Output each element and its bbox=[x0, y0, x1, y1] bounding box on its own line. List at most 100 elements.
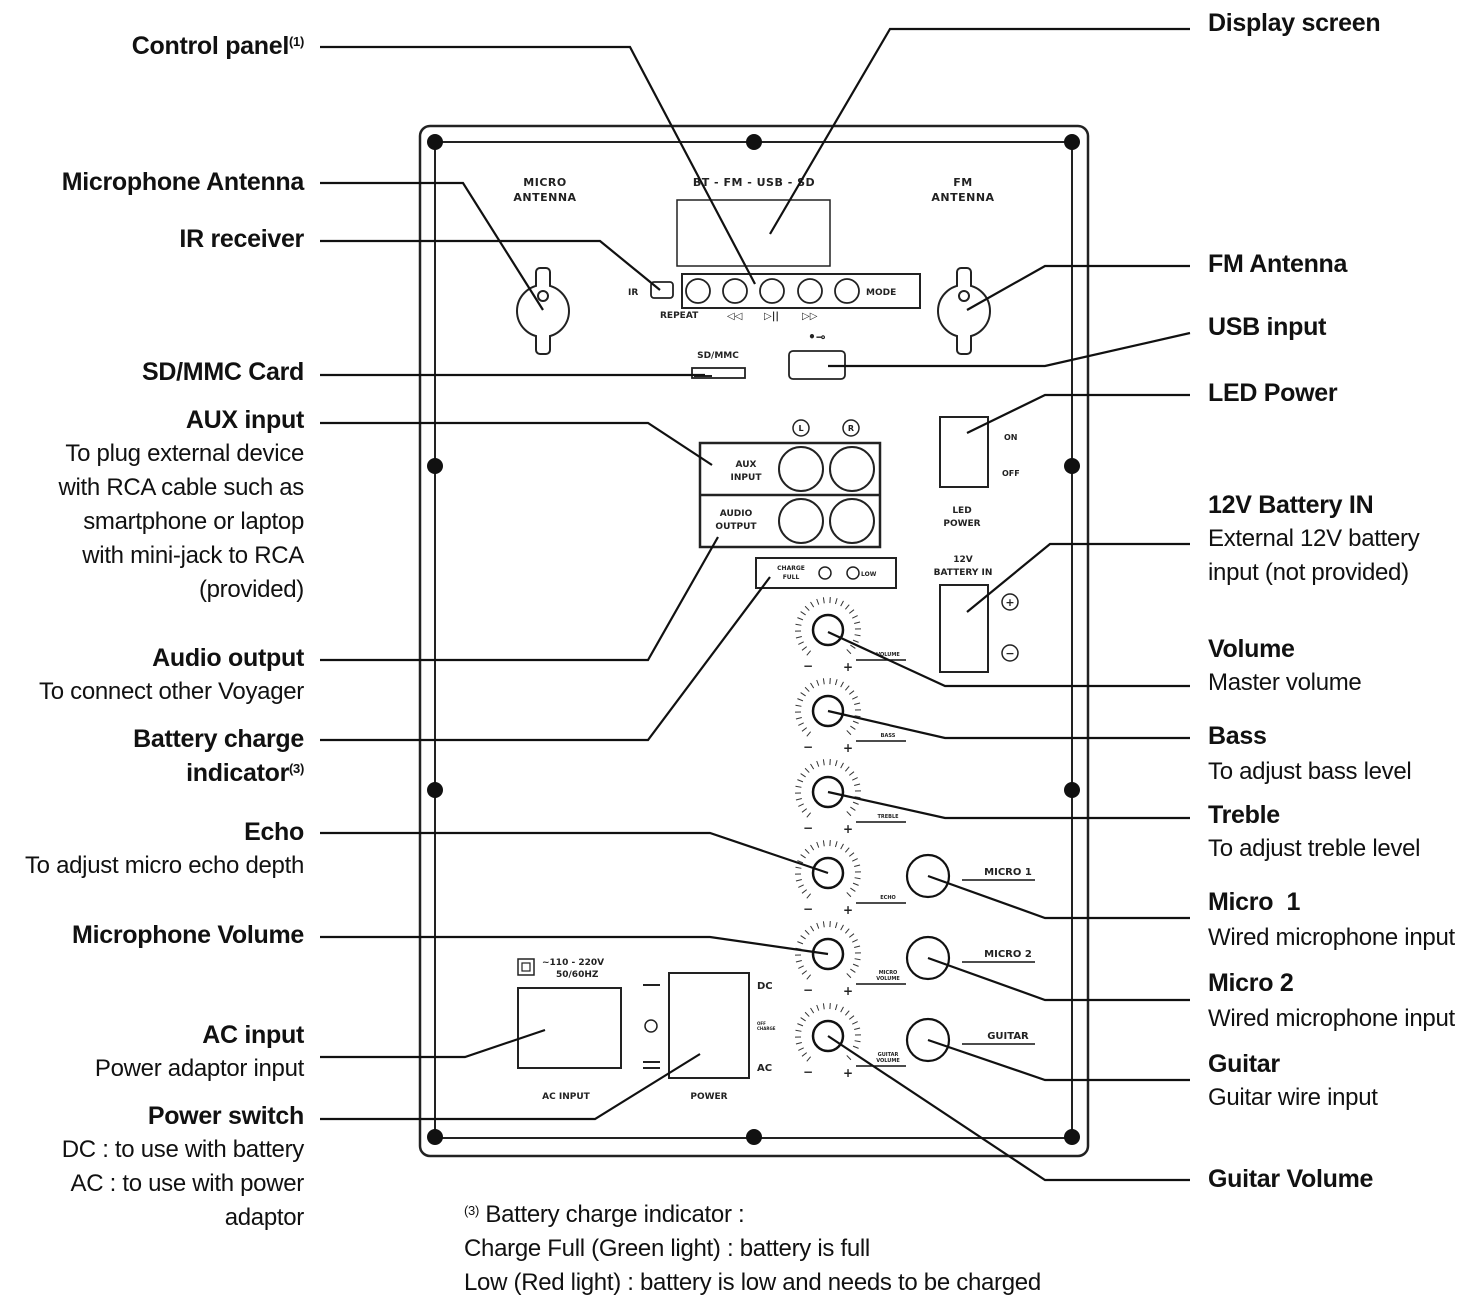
guitar-volume-minus-mark: − bbox=[803, 1065, 813, 1079]
ac-input-label: AC INPUT bbox=[542, 1092, 590, 1102]
footnote-line-3: Low (Red light) : battery is low and nee… bbox=[464, 1269, 1041, 1296]
footnote-mark: (3) bbox=[464, 1203, 479, 1218]
treble-label: TREBLE bbox=[877, 814, 899, 820]
fm-antenna-label-2: ANTENNA bbox=[931, 191, 994, 204]
dc-label: DC bbox=[757, 981, 773, 992]
panel-screws bbox=[427, 134, 1080, 1145]
volume-knob-group: −+VOLUME bbox=[795, 597, 906, 674]
prev-icon: ◁◁ bbox=[727, 311, 743, 322]
charge-full-led bbox=[818, 566, 832, 580]
power-switch-desc-2: AC : to use with power bbox=[70, 1170, 304, 1197]
treble-minus-mark: − bbox=[803, 821, 813, 835]
aux-input-desc-1: To plug external device bbox=[65, 440, 304, 467]
source-modes-label: BT - FM - USB - SD bbox=[693, 176, 815, 189]
echo-desc: To adjust micro echo depth bbox=[24, 852, 304, 879]
aux-input-desc-3: smartphone or laptop bbox=[83, 508, 304, 535]
audio-output-label-2: OUTPUT bbox=[715, 522, 757, 532]
mode-label: MODE bbox=[866, 288, 896, 298]
guitar-volume-plus-mark: + bbox=[843, 1066, 853, 1080]
battery-minus-label: − bbox=[1005, 647, 1014, 660]
play-pause-button[interactable] bbox=[759, 278, 785, 304]
panel-outer-frame bbox=[418, 124, 1090, 1158]
led-power-title: LED Power bbox=[1208, 379, 1338, 407]
battery-in-port bbox=[939, 584, 989, 673]
ac-input-desc: Power adaptor input bbox=[94, 1055, 304, 1082]
aux-left-jack[interactable] bbox=[778, 446, 824, 492]
play-pause-icon: ▷|| bbox=[764, 311, 779, 322]
mode-button[interactable] bbox=[834, 278, 860, 304]
echo-label: ECHO bbox=[880, 895, 896, 901]
led-power-label-2: POWER bbox=[943, 519, 980, 529]
battery-in-label-2: BATTERY IN bbox=[934, 568, 993, 578]
volume-desc: Master volume bbox=[1208, 669, 1362, 696]
aux-input-callout: AUX input To plug external device with R… bbox=[58, 403, 304, 607]
volume-title: Volume bbox=[1208, 635, 1295, 663]
microphone-antenna-title: Microphone Antenna bbox=[61, 168, 305, 196]
micro-volume-minus-mark: − bbox=[803, 983, 813, 997]
led-power-label-1: LED bbox=[952, 506, 971, 516]
power-switch[interactable] bbox=[668, 972, 750, 1079]
guitar-desc: Guitar wire input bbox=[1208, 1084, 1378, 1111]
battery-charge-footnote-mark: (3) bbox=[289, 761, 304, 776]
output-left-jack[interactable] bbox=[778, 498, 824, 544]
audio-output-label-1: AUDIO bbox=[720, 509, 753, 519]
power-switch-callout: Power switch DC : to use with battery AC… bbox=[61, 1099, 305, 1235]
micro-antenna-label-2: ANTENNA bbox=[513, 191, 576, 204]
micro2-title: Micro 2 bbox=[1208, 969, 1294, 997]
bass-plus-mark: + bbox=[843, 741, 853, 755]
micro-volume-label: MICRO bbox=[879, 970, 898, 976]
footnote: (3) Battery charge indicator : Charge Fu… bbox=[464, 1198, 1041, 1300]
repeat-label: REPEAT bbox=[660, 311, 699, 321]
ac-input-title: AC input bbox=[202, 1021, 304, 1049]
aux-input-desc-5: (provided) bbox=[198, 576, 304, 603]
treble-plus-mark: + bbox=[843, 822, 853, 836]
ac-input-callout: AC input Power adaptor input bbox=[95, 1018, 304, 1086]
next-button[interactable] bbox=[797, 278, 823, 304]
aux-right-jack[interactable] bbox=[829, 446, 875, 492]
ir-label: IR bbox=[628, 288, 638, 298]
audio-output-title: Audio output bbox=[152, 644, 304, 672]
aux-input-label-2: INPUT bbox=[731, 473, 763, 483]
output-right-jack[interactable] bbox=[829, 498, 875, 544]
repeat-button[interactable] bbox=[685, 278, 711, 304]
ac-input-socket bbox=[517, 987, 622, 1069]
battery-in-desc-1: External 12V battery bbox=[1208, 525, 1420, 552]
bass-callout: Bass To adjust bass level bbox=[1208, 717, 1412, 789]
control-panel-callout: Control panel(1) bbox=[132, 29, 305, 63]
echo-title: Echo bbox=[244, 818, 304, 846]
volume-label: VOLUME bbox=[876, 652, 900, 658]
on-label: ON bbox=[1004, 433, 1018, 442]
sd-mmc-label: SD/MMC bbox=[697, 351, 739, 361]
prev-button[interactable] bbox=[722, 278, 748, 304]
battery-charge-title-2: indicator bbox=[186, 759, 289, 787]
power-switch-title: Power switch bbox=[147, 1102, 304, 1130]
micro2-callout: Micro 2 Wired microphone input bbox=[1208, 964, 1455, 1036]
bass-minus-mark: − bbox=[803, 740, 813, 754]
guitar-volume-label: VOLUME bbox=[876, 1058, 900, 1064]
footnote-line-1: Battery charge indicator : bbox=[485, 1201, 745, 1228]
treble-desc: To adjust treble level bbox=[1208, 835, 1421, 862]
guitar-volume-label: GUITAR bbox=[878, 1052, 899, 1058]
usb-input-title: USB input bbox=[1208, 313, 1327, 341]
power-switch-desc-1: DC : to use with battery bbox=[61, 1136, 305, 1163]
echo-minus-mark: − bbox=[803, 902, 813, 916]
micro-volume-plus-mark: + bbox=[843, 984, 853, 998]
fm-antenna-label-1: FM bbox=[953, 176, 972, 189]
guitar-title: Guitar bbox=[1208, 1050, 1280, 1078]
guitar-jack-label: GUITAR bbox=[987, 1031, 1029, 1042]
micro1-title: Micro 1 bbox=[1208, 888, 1301, 916]
led-power-switch[interactable] bbox=[939, 416, 989, 488]
volume-knob[interactable] bbox=[811, 613, 845, 647]
audio-output-desc: To connect other Voyager bbox=[39, 678, 304, 705]
charge-full-label-1: CHARGE bbox=[777, 565, 805, 572]
micro-volume-label: VOLUME bbox=[876, 976, 900, 982]
control-panel-footnote-mark: (1) bbox=[289, 34, 304, 49]
guitar-volume-title: Guitar Volume bbox=[1208, 1165, 1374, 1193]
ac-label: AC bbox=[757, 1063, 772, 1074]
ac-rating-2: 50/60HZ bbox=[556, 970, 599, 980]
micro-antenna-connector bbox=[516, 267, 570, 355]
off-label: OFF bbox=[1002, 469, 1020, 478]
right-channel-label: R bbox=[848, 424, 854, 433]
display-screen-title: Display screen bbox=[1208, 9, 1381, 37]
battery-in-title: 12V Battery IN bbox=[1208, 491, 1374, 519]
